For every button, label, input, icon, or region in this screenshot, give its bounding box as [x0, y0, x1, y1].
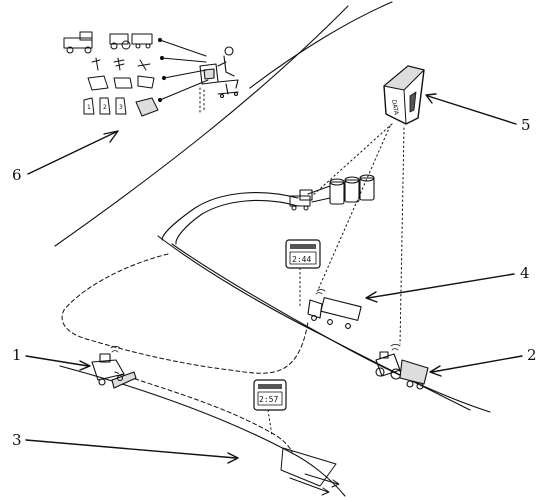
arrow-1 [25, 355, 89, 367]
farm-manager-workstation [199, 46, 239, 99]
tractor-icon [109, 33, 153, 50]
data-device [383, 65, 425, 125]
callout-3: 3 [12, 431, 22, 449]
callout-1: 1 [12, 346, 22, 364]
grain-bag-number-3: 3 [119, 104, 123, 111]
icon-pointers [157, 37, 209, 103]
silos [299, 174, 375, 205]
upper-display [285, 239, 321, 269]
icon-cluster [63, 31, 159, 117]
grain-bag-number-2: 2 [103, 104, 107, 111]
field-boundaries [54, 1, 393, 247]
grain-bag-number-1: 1 [87, 104, 91, 111]
arrow-5 [427, 95, 517, 125]
field-edge [59, 365, 346, 497]
callout-arrows [25, 93, 523, 464]
data-device-label: DATA [390, 99, 400, 116]
harvest-path [61, 253, 309, 453]
callout-4: 4 [520, 264, 530, 282]
data-links [199, 87, 405, 437]
grain-truck [307, 289, 362, 329]
lower-display-time: 2:57 [259, 395, 278, 404]
lower-display [253, 379, 287, 411]
combine-icon [63, 31, 93, 54]
upper-display-time: 2:44 [292, 255, 311, 264]
container-icon [135, 97, 159, 117]
callout-2: 2 [527, 346, 537, 364]
combine-harvester [91, 346, 137, 389]
document-icons [87, 75, 155, 91]
arrow-4 [367, 273, 515, 299]
arrow-2 [431, 355, 523, 373]
callout-6: 6 [12, 166, 22, 184]
arrow-3 [25, 439, 237, 459]
grain-bag-icons [83, 97, 127, 115]
tractor-trailer [375, 344, 429, 390]
callout-5: 5 [521, 116, 531, 134]
unloading-trail [280, 447, 340, 496]
arrow-6 [27, 131, 117, 175]
crop-icons [91, 57, 151, 71]
truck-at-silos [289, 195, 311, 211]
farm-road [157, 191, 491, 413]
